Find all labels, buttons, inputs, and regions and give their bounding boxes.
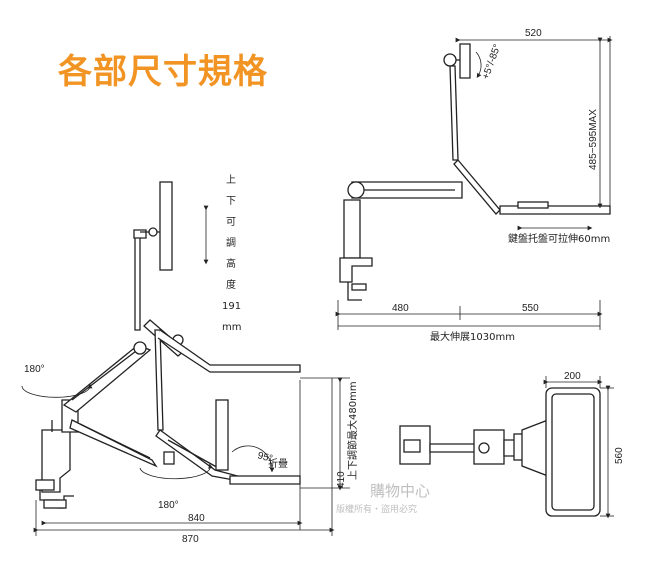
left-dimensions	[21, 205, 350, 536]
tilt-range-label: +5°/-85°	[480, 43, 503, 81]
watermark-line1: 購物中心	[370, 482, 431, 500]
height-adjust-label: 上下調節最大480mm	[346, 381, 359, 480]
page-title: 各部尺寸規格	[58, 52, 268, 92]
height-range-label: 485~595MAX	[588, 109, 599, 170]
width-inner-label: 840	[188, 513, 205, 524]
width-outer-label: 870	[182, 534, 199, 545]
base-width-label: 480	[392, 303, 409, 314]
bottom-right-dimensions	[543, 376, 614, 519]
reach-width-label: 550	[522, 303, 539, 314]
rotation-top-label: 180°	[24, 364, 45, 375]
small-value-label: 410	[336, 471, 347, 488]
tray-depth-label: 200	[564, 371, 581, 382]
max-extension-label: 最大伸展1030mm	[430, 330, 515, 343]
rotation-bottom-label: 180°	[158, 500, 179, 511]
right-top-drawing	[339, 43, 611, 301]
watermark-line2: 版權所有・盜用必究	[336, 505, 418, 515]
tilt-note: 折疊	[268, 457, 288, 470]
right-top-dimensions	[335, 36, 613, 330]
top-width-label: 520	[525, 28, 542, 39]
tilt-label: 95°	[256, 450, 273, 465]
vertical-adjust-label: 上 下 可 調 高 度 191 mm	[222, 175, 242, 333]
tray-width-label: 560	[614, 447, 625, 464]
left-arm-drawing	[35, 181, 301, 509]
tray-extend-label: 鍵盤托盤可拉伸60mm	[508, 232, 610, 245]
bottom-right-drawing	[399, 387, 601, 517]
